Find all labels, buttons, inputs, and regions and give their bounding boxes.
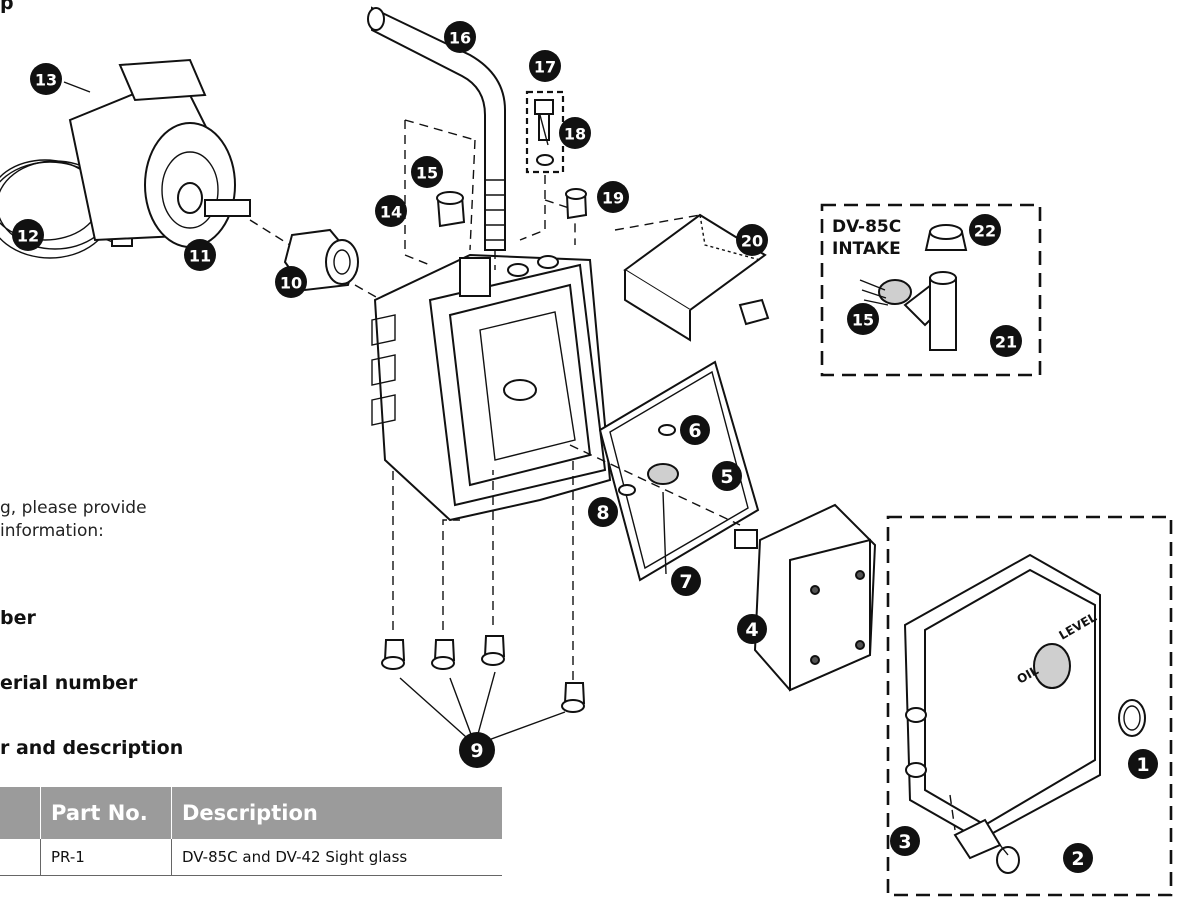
svg-text:6: 6 [688, 420, 701, 442]
callout-21: 21 [990, 325, 1022, 357]
callout-16: 16 [444, 21, 476, 53]
callout-18: 18 [559, 117, 591, 149]
callout-15: 15 [411, 156, 443, 188]
ordering-item-serial-number: erial number [0, 672, 138, 694]
svg-text:1: 1 [1136, 754, 1149, 776]
callout-22: 22 [969, 214, 1001, 246]
svg-text:15: 15 [416, 164, 438, 183]
callout-8: 8 [588, 497, 618, 527]
cell-description: DV-85C and DV-42 Sight glass [171, 839, 502, 876]
handle-tube [367, 6, 506, 270]
callout-12: 12 [12, 219, 44, 251]
callout-11: 11 [184, 239, 216, 271]
callout-20: 20 [736, 224, 768, 256]
small-hole [658, 424, 676, 436]
ordering-item-model-number: ber [0, 607, 36, 629]
ordering-item-part-description: r and description [0, 737, 184, 759]
intake-filter [859, 279, 912, 306]
callout-15-intake: 15 [847, 303, 879, 335]
svg-text:15: 15 [852, 311, 874, 330]
svg-text:9: 9 [470, 740, 483, 762]
motor [0, 58, 291, 259]
callout-4: 4 [737, 614, 767, 644]
table-row: PR-1 DV-85C and DV-42 Sight glass [0, 839, 502, 876]
oil-level-window [1033, 643, 1071, 689]
svg-text:5: 5 [720, 466, 733, 488]
svg-text:22: 22 [974, 222, 996, 241]
svg-text:11: 11 [189, 247, 211, 266]
svg-text:21: 21 [995, 333, 1017, 352]
svg-text:4: 4 [745, 619, 758, 641]
svg-text:3: 3 [898, 831, 911, 853]
filter-screen [614, 213, 770, 342]
callout-9: 9 [459, 732, 495, 768]
tee-fitting [903, 271, 957, 351]
callout-19: 19 [597, 181, 629, 213]
motor-shaft [204, 199, 251, 217]
callout-10: 10 [275, 266, 307, 298]
svg-text:18: 18 [564, 125, 586, 144]
pump-body [371, 253, 612, 522]
callout-1: 1 [1128, 749, 1158, 779]
callout-7: 7 [671, 566, 701, 596]
ordering-info-line2: information: [0, 521, 104, 541]
svg-text:10: 10 [280, 274, 302, 293]
callout-5: 5 [712, 461, 742, 491]
intake-cap [924, 224, 968, 251]
cell-part-no: PR-1 [40, 839, 172, 876]
svg-text:7: 7 [679, 571, 692, 593]
callout-13: 13 [30, 63, 62, 95]
sight-glass [1118, 699, 1146, 737]
svg-text:19: 19 [602, 189, 624, 208]
callout-6: 6 [680, 415, 710, 445]
callout-2: 2 [1063, 843, 1093, 873]
fitting [459, 257, 491, 297]
svg-text:20: 20 [741, 232, 763, 251]
intake-kit-box [820, 203, 1042, 377]
bolts [381, 635, 586, 713]
bolt-arrows [399, 671, 566, 746]
pump-cartridge [734, 503, 877, 692]
col-header-part-no: Part No. [40, 787, 172, 839]
svg-text:8: 8 [596, 502, 609, 524]
plug-19 [565, 188, 588, 220]
oil-cover-box [886, 515, 1173, 897]
capacitor-housing [118, 58, 207, 102]
svg-text:14: 14 [380, 203, 402, 222]
intake-label-line2: INTAKE [832, 239, 901, 259]
callout-3: 3 [890, 826, 920, 856]
page-heading-fragment: p [0, 0, 14, 14]
svg-text:2: 2 [1071, 848, 1084, 870]
svg-text:17: 17 [534, 58, 556, 77]
ordering-info-line1: g, please provide [0, 498, 147, 518]
col-header-description: Description [171, 787, 502, 839]
parts-table-header-row: Part No. Description [0, 787, 502, 839]
callout-14: 14 [375, 195, 407, 227]
gasket [598, 360, 760, 582]
col-header-item [0, 787, 41, 839]
cap [436, 191, 466, 228]
cell-item [0, 839, 41, 876]
seal-ring [647, 463, 679, 485]
valve-plug [534, 99, 554, 166]
oil-reservoir-cover: OIL LEVEL [903, 553, 1101, 842]
o-ring [536, 154, 554, 166]
intake-label-line1: DV-85C [832, 217, 901, 237]
parts-table: Part No. Description PR-1 DV-85C and DV-… [0, 787, 502, 876]
callout-17: 17 [529, 50, 561, 82]
svg-text:16: 16 [449, 29, 471, 48]
svg-text:12: 12 [17, 227, 39, 246]
svg-text:13: 13 [35, 71, 57, 90]
